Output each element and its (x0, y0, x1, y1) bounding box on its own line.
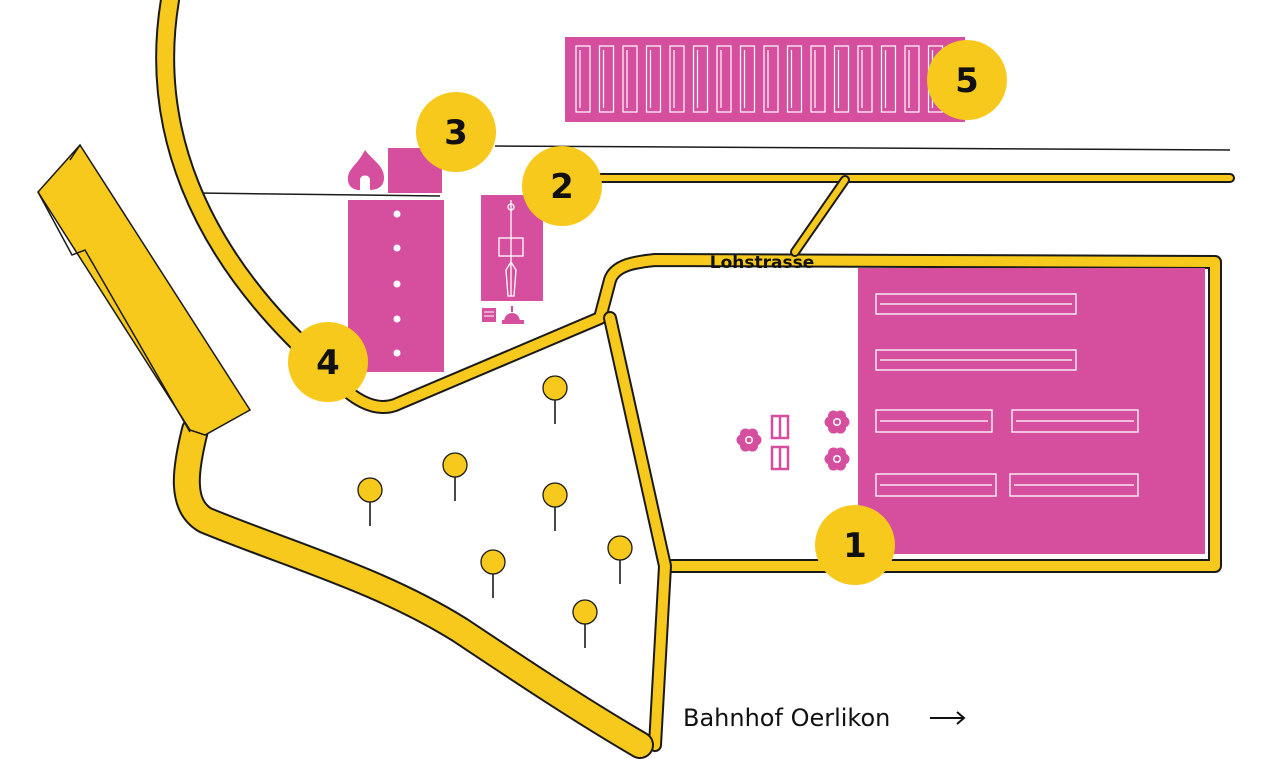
venue-marker-label: 1 (843, 526, 867, 566)
bell-icon (502, 306, 524, 324)
venue-marker-3[interactable]: 3 (416, 92, 496, 172)
flower-icons (736, 410, 850, 471)
block-5-stalls (575, 45, 944, 113)
flower-icon (824, 410, 850, 434)
rail-building-strip (37, 143, 252, 436)
venue-block-1 (858, 268, 1205, 554)
venue-marker-2[interactable]: 2 (522, 146, 602, 226)
tree-icons (357, 375, 633, 648)
venue-marker-1[interactable]: 1 (815, 505, 895, 585)
block-4-dots (393, 210, 401, 357)
bench-pair-icons (770, 414, 790, 471)
venue-block-5 (565, 37, 965, 122)
flower-icon (824, 447, 850, 471)
venue-marker-4[interactable]: 4 (288, 322, 368, 402)
venue-marker-label: 3 (444, 113, 468, 153)
venue-marker-label: 4 (316, 343, 340, 383)
long-right-arrow-icon (930, 711, 966, 725)
tree-icon (357, 477, 383, 526)
venue-marker-label: 5 (955, 61, 979, 101)
tree-icon (542, 375, 568, 424)
stage-icon (498, 200, 524, 297)
street-label-lohstrasse: Lohstrasse (710, 253, 814, 273)
thin-street-lines (197, 145, 1231, 197)
tree-icon (572, 599, 598, 648)
venue-marker-label: 2 (550, 167, 574, 207)
venue-blocks (348, 37, 1205, 554)
venue-markers: 1 2 3 4 5 (288, 40, 1007, 585)
flame-icon (347, 150, 384, 190)
tree-icon (480, 549, 506, 598)
yellow-paths (155, 0, 1235, 759)
destination-text: Bahnhof Oerlikon (683, 704, 890, 732)
tree-icon (607, 535, 633, 584)
venue-marker-5[interactable]: 5 (927, 40, 1007, 120)
block-1-tables (875, 293, 1139, 497)
tree-icon (542, 482, 568, 531)
destination-label[interactable]: Bahnhof Oerlikon (683, 704, 966, 732)
bench-icon (482, 308, 496, 322)
tree-icon (442, 452, 468, 501)
flower-icon (736, 428, 762, 452)
